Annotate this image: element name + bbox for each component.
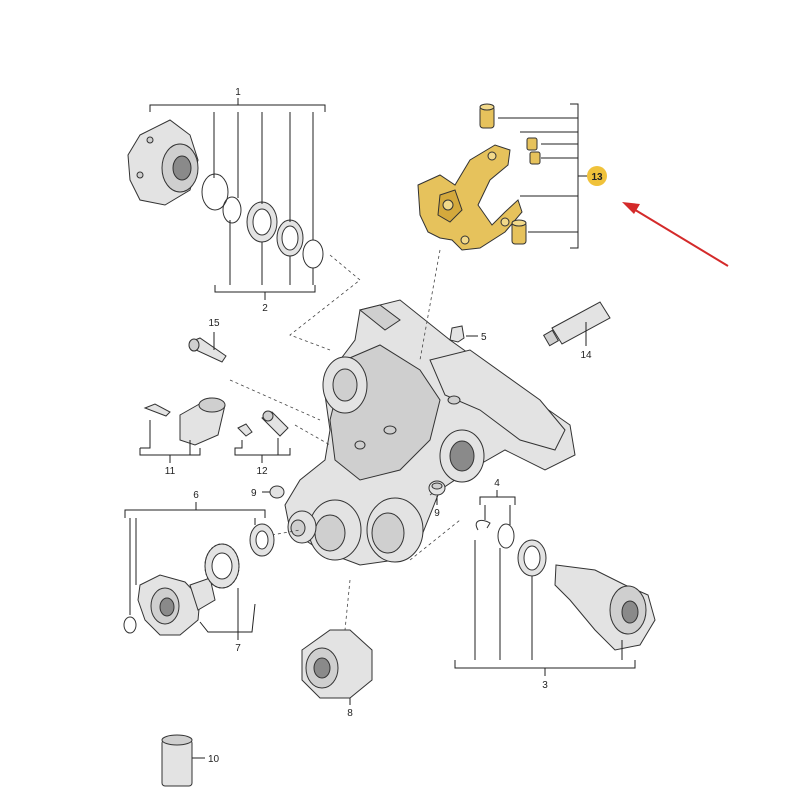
sealant-tube-part-14: 14 (542, 301, 611, 361)
bolt-part-15: 15 (188, 318, 227, 363)
differential-housing (284, 299, 576, 566)
label-8: 8 (347, 708, 353, 719)
seal-rings-part-2 (201, 173, 324, 269)
highlight-badge-13: 13 (587, 166, 607, 186)
label-15: 15 (208, 318, 220, 329)
label-6: 6 (193, 490, 199, 501)
bracket-part-13-highlighted (417, 103, 590, 251)
label-4: 4 (494, 478, 500, 489)
label-2: 2 (262, 303, 268, 314)
actuator-part-11: 11 (139, 397, 226, 477)
label-14: 14 (580, 350, 592, 361)
label-9-right: 9 (434, 508, 440, 519)
label-10: 10 (208, 754, 220, 765)
bracket-part-1 (149, 98, 326, 240)
label-7: 7 (235, 643, 241, 654)
label-13: 13 (591, 172, 603, 183)
bracket-part-2 (214, 220, 316, 300)
label-1: 1 (235, 87, 241, 98)
cartridge-part-10: 10 (161, 734, 220, 787)
flange-part-6: 6 (123, 490, 275, 636)
bolt-part-5: 5 (449, 325, 487, 343)
label-12: 12 (256, 466, 268, 477)
mount-part-8: 8 (301, 629, 373, 719)
plug-part-9-left: 9 (251, 485, 285, 499)
label-3: 3 (542, 680, 548, 691)
red-arrow (622, 202, 729, 267)
label-5: 5 (481, 332, 487, 343)
output-shaft-part-3: 4 3 (454, 478, 656, 691)
label-9-left: 9 (251, 488, 257, 499)
plug-part-9-right: 9 (428, 480, 446, 519)
label-11: 11 (165, 466, 176, 477)
sensor-part-12: 12 (234, 410, 291, 477)
cover-part-1 (127, 119, 199, 206)
bearing-part-7: 7 (199, 543, 256, 654)
